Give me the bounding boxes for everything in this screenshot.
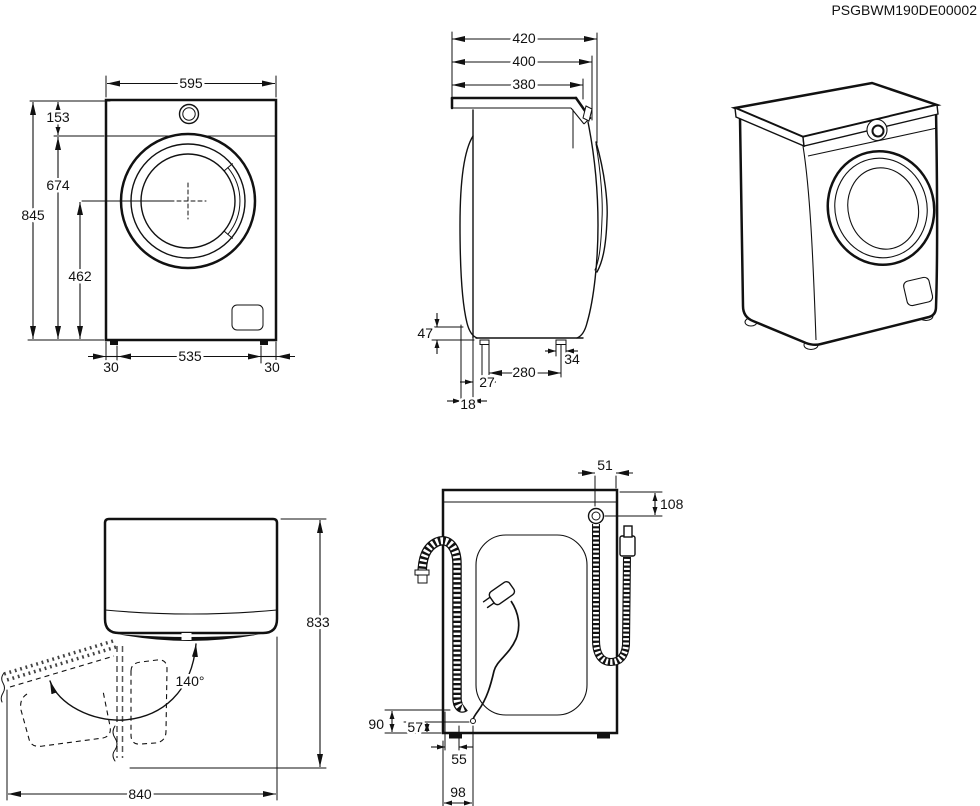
dim-side-depth-to-door: 400 bbox=[512, 53, 536, 69]
front-dimension-lines bbox=[30, 80, 295, 360]
dim-front-overall-height: 845 bbox=[21, 207, 45, 223]
rear-view: 51 108 90 57 55 98 bbox=[366, 455, 686, 806]
door-swing-arc bbox=[49, 643, 198, 721]
drain-hose bbox=[414, 536, 468, 713]
top-extension-lines bbox=[6, 518, 327, 801]
dim-front-left-foot-inset: 30 bbox=[103, 359, 119, 375]
dim-top-width-open: 840 bbox=[128, 786, 152, 802]
dim-side-feet-distance: 280 bbox=[512, 364, 536, 380]
rear-left-foot bbox=[449, 733, 462, 739]
drain-filter-flap bbox=[231, 304, 264, 331]
persp-front-left-edge bbox=[802, 145, 817, 341]
dim-side-rear-bulge: 18 bbox=[460, 396, 476, 412]
top-cabinet-outline bbox=[103, 517, 279, 635]
dim-side-rear-foot-inset: 27 bbox=[479, 374, 495, 390]
dim-front-door-center-bottom: 462 bbox=[68, 268, 92, 284]
drain-hose-end bbox=[414, 569, 430, 576]
side-front-foot bbox=[555, 339, 567, 345]
inlet-hose-connector bbox=[619, 535, 636, 557]
perspective-view bbox=[730, 81, 942, 350]
rear-right-foot bbox=[597, 733, 610, 739]
dim-front-width: 595 bbox=[179, 75, 203, 91]
side-front-bulge bbox=[576, 121, 599, 339]
dim-rear-cord-height: 57 bbox=[407, 719, 423, 735]
side-door-profile bbox=[595, 141, 608, 273]
rear-extension-lines bbox=[384, 475, 663, 806]
persp-control-panel-line bbox=[807, 127, 938, 157]
door-handle-arc bbox=[227, 167, 241, 235]
power-plug bbox=[482, 581, 516, 609]
side-dimension-lines bbox=[434, 36, 597, 404]
top-dimension-lines bbox=[8, 520, 323, 797]
dim-side-rear-recess: 47 bbox=[417, 325, 433, 341]
side-view: 420 400 380 47 34 280 27 18 bbox=[415, 28, 608, 415]
dim-side-top-depth: 380 bbox=[512, 76, 536, 92]
dim-door-opening-angle: 140° bbox=[176, 673, 205, 689]
dim-rear-inlet-drop: 108 bbox=[660, 496, 684, 512]
dim-top-depth-open: 833 bbox=[306, 614, 330, 630]
top-view: 140° 833 840 bbox=[0, 517, 332, 805]
dim-side-front-foot: 34 bbox=[564, 351, 580, 367]
front-right-foot bbox=[260, 340, 268, 345]
side-cabinet bbox=[450, 96, 608, 345]
front-extension-lines bbox=[27, 75, 277, 364]
dim-front-right-foot-inset: 30 bbox=[264, 359, 280, 375]
rear-cabinet bbox=[441, 488, 619, 735]
persp-filter-flap bbox=[903, 276, 934, 307]
side-panel-edge bbox=[582, 105, 593, 122]
dim-side-overall-depth: 420 bbox=[512, 30, 536, 46]
dim-front-door-center-top: 674 bbox=[46, 177, 70, 193]
top-front-curve bbox=[104, 609, 278, 615]
dim-rear-drain-height: 90 bbox=[368, 716, 384, 732]
cord-clip bbox=[470, 718, 476, 724]
persp-door bbox=[826, 149, 936, 267]
rear-panel-recess bbox=[475, 534, 588, 716]
document-code: PSGBWM190DE00002 bbox=[831, 2, 977, 18]
power-cord bbox=[470, 581, 520, 724]
top-open-door-dashed bbox=[0, 639, 168, 762]
dim-front-feet-distance: 535 bbox=[178, 348, 202, 364]
dim-rear-inlet-inset: 51 bbox=[597, 457, 613, 473]
front-left-foot bbox=[110, 340, 118, 345]
dim-front-top-panel: 153 bbox=[46, 109, 70, 125]
side-back-bulge bbox=[459, 135, 478, 339]
program-knob bbox=[178, 103, 200, 125]
dim-rear-cord-inset: 98 bbox=[450, 784, 466, 800]
dim-rear-drain-to-cord: 55 bbox=[451, 751, 467, 767]
front-view: 595 845 153 674 462 535 30 30 bbox=[19, 73, 295, 378]
top-door-handle-gap bbox=[181, 633, 192, 640]
side-back-foot bbox=[479, 339, 490, 345]
rear-dimension-lines bbox=[389, 470, 658, 806]
inlet-hose bbox=[587, 507, 636, 667]
